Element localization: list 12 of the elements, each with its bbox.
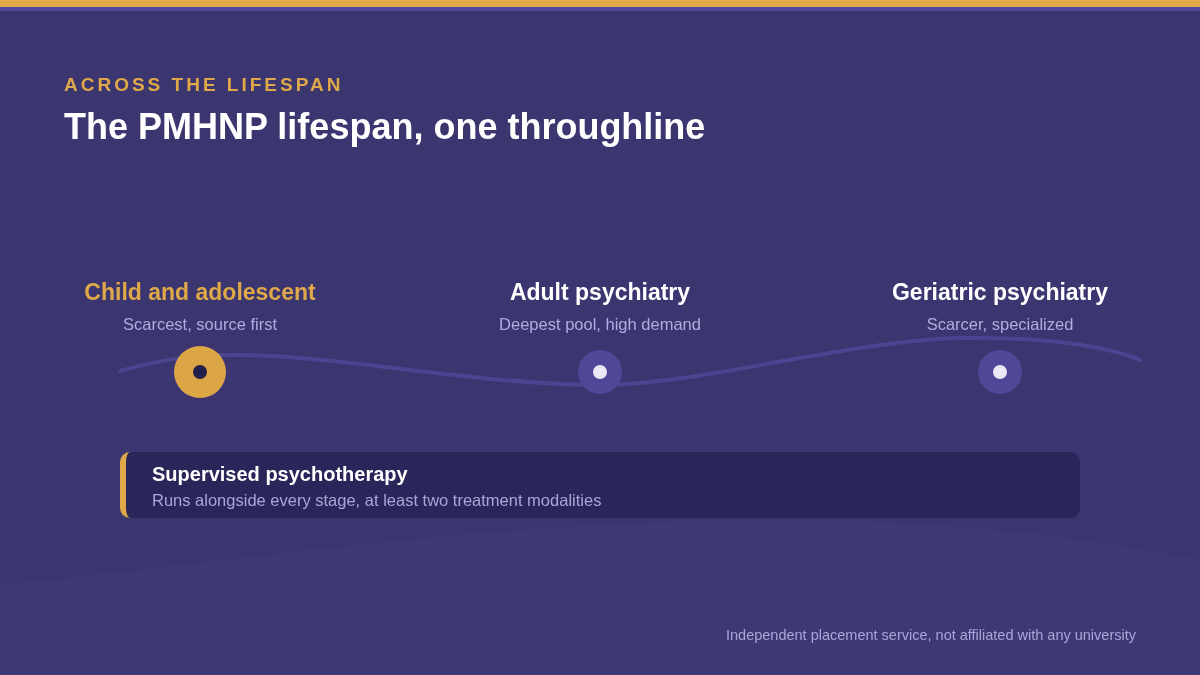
card-heading: Supervised psychotherapy bbox=[152, 462, 408, 486]
disclaimer-text: Independent placement service, not affiliated with any university bbox=[726, 626, 1136, 644]
stage-description: Deepest pool, high demand bbox=[499, 314, 701, 334]
page-title: The PMHNP lifespan, one throughline bbox=[64, 105, 706, 149]
stage-heading: Geriatric psychiatry bbox=[891, 278, 1109, 306]
stage-heading: Child and adolescent bbox=[84, 278, 316, 306]
stage-description: Scarcest, source first bbox=[122, 314, 277, 334]
eyebrow-label: ACROSS THE LIFESPAN bbox=[64, 74, 344, 96]
stage-description: Scarcer, specialized bbox=[926, 314, 1074, 334]
info-card bbox=[120, 452, 1080, 518]
stage-heading: Adult psychiatry bbox=[509, 278, 691, 306]
card-description: Runs alongside every stage, at least two treatment modalities bbox=[152, 490, 602, 510]
